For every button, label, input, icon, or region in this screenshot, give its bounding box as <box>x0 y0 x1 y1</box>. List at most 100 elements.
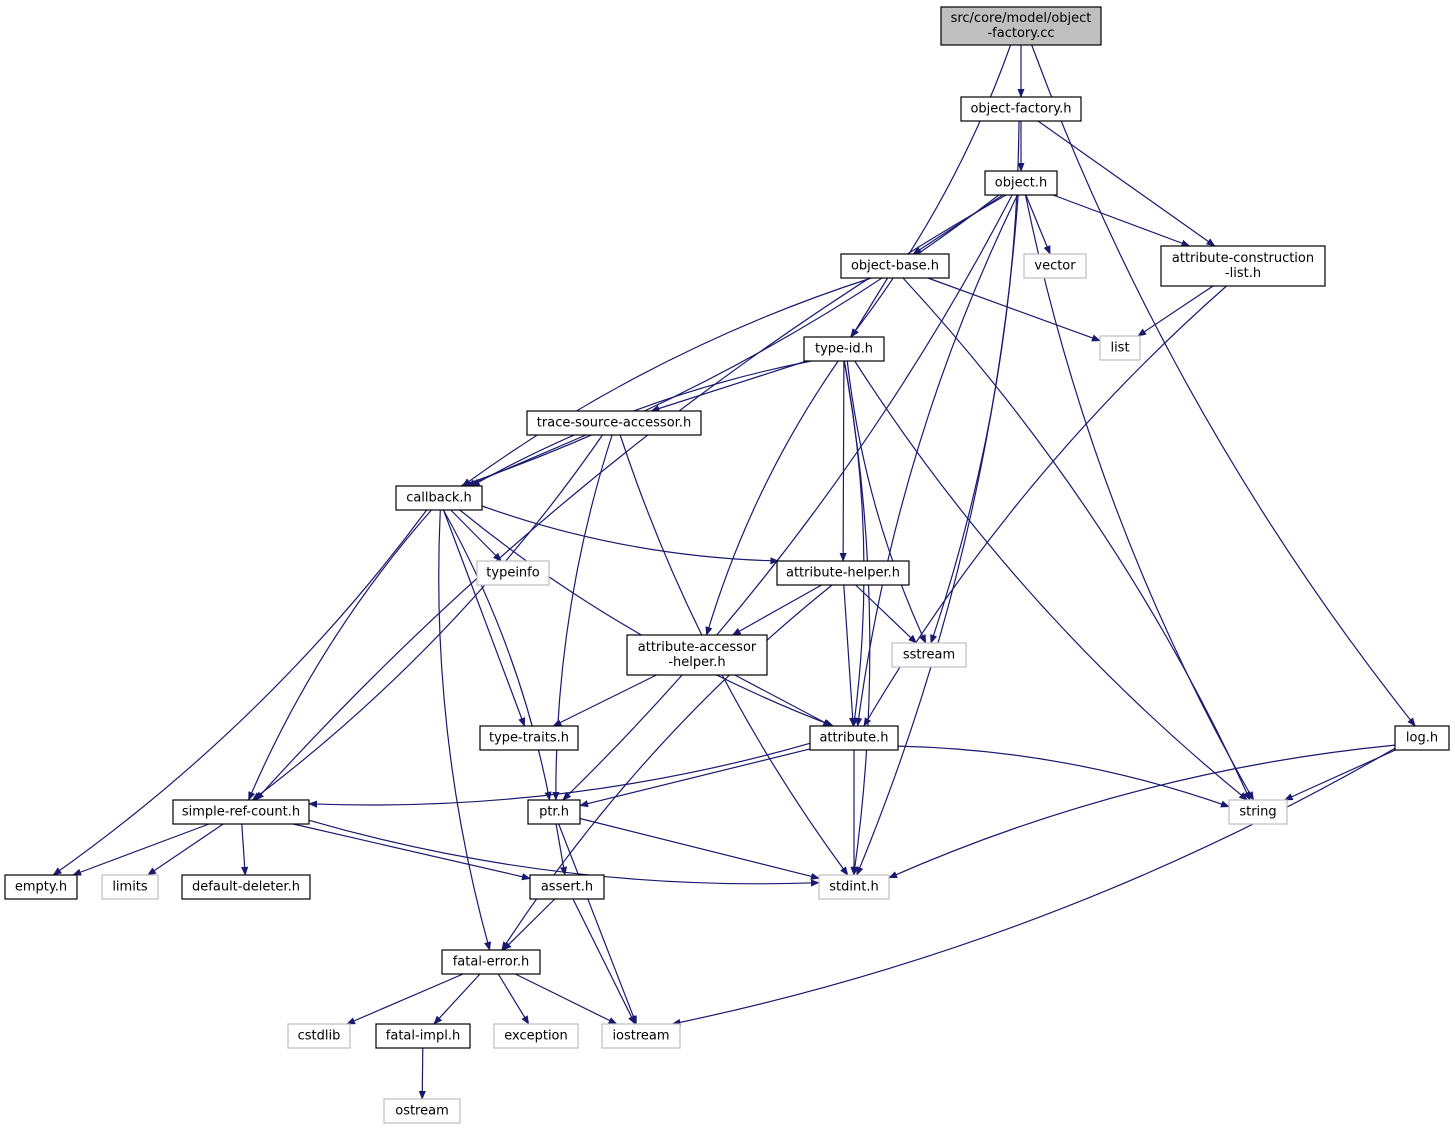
node-label-attr_constr: attribute-construction <box>1172 251 1314 266</box>
node-label-log_h: log.h <box>1406 731 1438 746</box>
edge-type_id_h-to-attr_helper <box>839 360 847 562</box>
node-trace_src[interactable]: trace-source-accessor.h <box>526 410 702 436</box>
edge-attribute_h-to-simple_ref <box>308 742 811 808</box>
node-label-attr_acc_helper: -helper.h <box>668 655 725 670</box>
node-box-vector <box>1023 253 1087 279</box>
node-callback_h[interactable]: callback.h <box>395 485 483 511</box>
node-object_base_h[interactable]: object-base.h <box>840 253 950 279</box>
edge-object_base_h-to-callback_h <box>461 277 872 487</box>
edge-simple_ref-to-empty_h <box>72 823 210 876</box>
edge-fatal_error-to-cstdlib <box>346 973 464 1025</box>
node-label-string: string <box>1239 805 1276 820</box>
edge-object_h-to-callback_h <box>460 194 1000 487</box>
edge-type_id_h-to-attr_acc_helper <box>705 360 839 636</box>
node-label-assert_h: assert.h <box>541 880 593 895</box>
node-simple_ref[interactable]: simple-ref-count.h <box>172 799 310 825</box>
node-label-exception: exception <box>504 1029 568 1044</box>
node-limits: limits <box>101 874 159 900</box>
edge-type_id_h-to-string <box>854 360 1248 801</box>
edge-callback_h-to-ptr_h <box>442 509 552 801</box>
node-label-callback_h: callback.h <box>406 491 472 506</box>
edge-simple_ref-to-limits <box>147 823 224 876</box>
edge-type_id_h-to-sstream <box>846 360 927 644</box>
edge-attribute_h-to-string <box>897 745 1230 808</box>
edge-root-to-log_h <box>1031 44 1416 727</box>
node-box-root <box>940 6 1102 46</box>
node-label-object_base_h: object-base.h <box>851 259 939 274</box>
edge-callback_h-to-empty_h <box>52 509 428 876</box>
node-sstream: sstream <box>891 642 967 668</box>
node-label-fatal_impl: fatal-impl.h <box>386 1029 460 1044</box>
node-box-iostream <box>601 1023 681 1049</box>
node-label-vector: vector <box>1034 259 1076 274</box>
node-label-attribute_h: attribute.h <box>819 731 888 746</box>
node-label-ptr_h: ptr.h <box>539 805 569 820</box>
node-attr_helper[interactable]: attribute-helper.h <box>776 560 910 586</box>
edge-assert_h-to-fatal_error <box>502 898 556 951</box>
node-assert_h[interactable]: assert.h <box>529 874 605 900</box>
node-box-empty_h <box>4 874 78 900</box>
edge-attr_helper-to-attribute_h <box>843 584 857 727</box>
node-label-root: src/core/model/object <box>951 11 1092 26</box>
edge-log_h-to-stdint <box>888 744 1396 879</box>
edge-fatal_impl-to-ostream <box>418 1047 426 1100</box>
edge-callback_h-to-fatal_error <box>438 509 492 951</box>
node-fatal_impl[interactable]: fatal-impl.h <box>375 1023 471 1049</box>
node-iostream: iostream <box>601 1023 681 1049</box>
edge-object_base_h-to-string <box>902 277 1251 801</box>
node-attr_acc_helper[interactable]: attribute-accessor-helper.h <box>626 634 768 676</box>
node-label-attr_constr: -list.h <box>1225 266 1261 281</box>
node-box-list <box>1099 335 1141 361</box>
node-ostream: ostream <box>383 1098 461 1124</box>
node-label-list: list <box>1110 341 1129 356</box>
edge-simple_ref-to-assert_h <box>293 823 531 881</box>
node-label-root: -factory.cc <box>987 26 1054 41</box>
edge-attr_helper-to-sstream <box>855 584 918 644</box>
edge-fatal_error-to-fatal_impl <box>433 973 481 1025</box>
edge-callback_h-to-typeinfo <box>450 509 502 562</box>
edge-callback_h-to-type_traits <box>442 509 526 727</box>
edge-object_factory_h-to-attr_constr <box>1037 120 1216 247</box>
node-label-object_h: object.h <box>995 176 1047 191</box>
edge-type_id_h-to-trace_src <box>650 360 807 412</box>
node-box-type_traits <box>479 725 579 751</box>
edge-callback_h-to-attribute_h <box>459 509 835 727</box>
node-attr_constr[interactable]: attribute-construction-list.h <box>1160 245 1326 287</box>
node-default_deleter[interactable]: default-deleter.h <box>181 874 311 900</box>
node-box-object_factory_h <box>960 96 1082 122</box>
node-label-default_deleter: default-deleter.h <box>192 880 300 895</box>
node-list: list <box>1099 335 1141 361</box>
node-root[interactable]: src/core/model/object-factory.cc <box>940 6 1102 46</box>
node-label-type_traits: type-traits.h <box>489 731 569 746</box>
node-fatal_error[interactable]: fatal-error.h <box>441 949 541 975</box>
node-box-default_deleter <box>181 874 311 900</box>
edge-object_h-to-string <box>1024 194 1255 801</box>
edge-type_id_h-to-attribute_h <box>843 360 865 727</box>
edge-log_h-to-iostream <box>671 747 1396 1026</box>
node-stdint: stdint.h <box>818 874 890 900</box>
node-object_factory_h[interactable]: object-factory.h <box>960 96 1082 122</box>
edge-attr_constr-to-list <box>1137 285 1214 337</box>
node-box-typeinfo <box>476 560 550 586</box>
node-object_h[interactable]: object.h <box>984 170 1058 196</box>
node-type_traits[interactable]: type-traits.h <box>479 725 579 751</box>
node-type_id_h[interactable]: type-id.h <box>803 336 885 362</box>
node-box-attr_helper <box>776 560 910 586</box>
edge-object_h-to-ptr_h <box>562 194 1013 801</box>
node-ptr_h[interactable]: ptr.h <box>527 799 581 825</box>
edge-fatal_error-to-iostream <box>515 973 618 1025</box>
node-box-assert_h <box>529 874 605 900</box>
node-log_h[interactable]: log.h <box>1394 725 1450 751</box>
node-box-sstream <box>891 642 967 668</box>
node-attribute_h[interactable]: attribute.h <box>809 725 899 751</box>
node-box-attr_acc_helper <box>626 634 768 676</box>
edge-type_id_h-to-callback_h <box>470 360 812 487</box>
node-box-attribute_h <box>809 725 899 751</box>
edge-ptr_h-to-assert_h <box>555 823 568 876</box>
node-box-stdint <box>818 874 890 900</box>
node-empty_h[interactable]: empty.h <box>4 874 78 900</box>
node-label-limits: limits <box>112 880 148 895</box>
edge-trace_src-to-callback_h <box>466 434 587 487</box>
node-label-simple_ref: simple-ref-count.h <box>182 805 300 820</box>
